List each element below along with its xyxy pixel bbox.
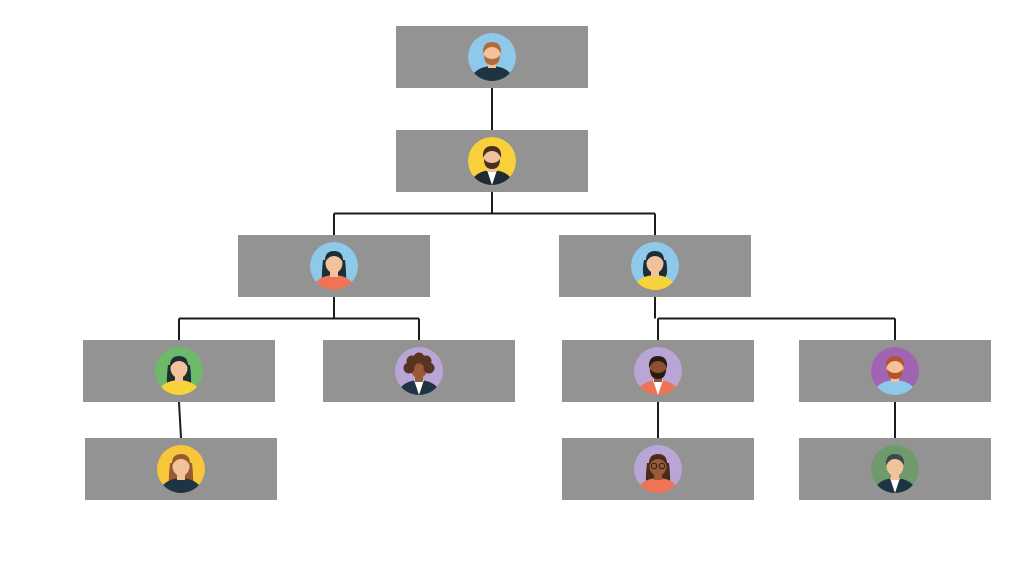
org-node-n6: [323, 340, 515, 402]
face: [325, 253, 343, 273]
glasses: [650, 462, 658, 470]
hair: [648, 356, 668, 368]
org-nodes: [83, 26, 991, 500]
face: [172, 456, 190, 476]
collar: [414, 380, 424, 395]
org-node-n5: [83, 340, 275, 402]
hair: [403, 362, 415, 374]
hair: [648, 454, 668, 466]
hair: [645, 251, 665, 263]
connector-lines: [178, 88, 896, 439]
org-node-n11: [799, 438, 991, 500]
org-node-n7: [562, 340, 754, 402]
org-node-n9: [85, 438, 277, 500]
hair: [885, 454, 905, 466]
collar: [487, 170, 497, 185]
hair: [423, 362, 435, 374]
org-node-n10: [562, 438, 754, 500]
org-node-n4: [559, 235, 751, 297]
beard: [484, 55, 500, 65]
connector-n5: [178, 401, 182, 439]
org-node-n3: [238, 235, 430, 297]
collar: [653, 380, 663, 395]
org-node-n2: [396, 130, 588, 192]
beard: [650, 369, 666, 379]
face: [170, 358, 188, 378]
hair: [169, 356, 189, 368]
hair: [482, 42, 502, 54]
face: [886, 456, 904, 476]
hair: [482, 146, 502, 158]
hair: [171, 454, 191, 466]
face: [649, 456, 667, 476]
collar: [890, 478, 900, 493]
beard: [887, 369, 903, 379]
face: [646, 253, 664, 273]
glasses: [658, 462, 666, 470]
hair: [885, 356, 905, 368]
org-node-n1: [396, 26, 588, 88]
beard: [484, 159, 500, 169]
hair: [324, 251, 344, 263]
org-node-n8: [799, 340, 991, 402]
avatar-icon: [395, 347, 443, 395]
